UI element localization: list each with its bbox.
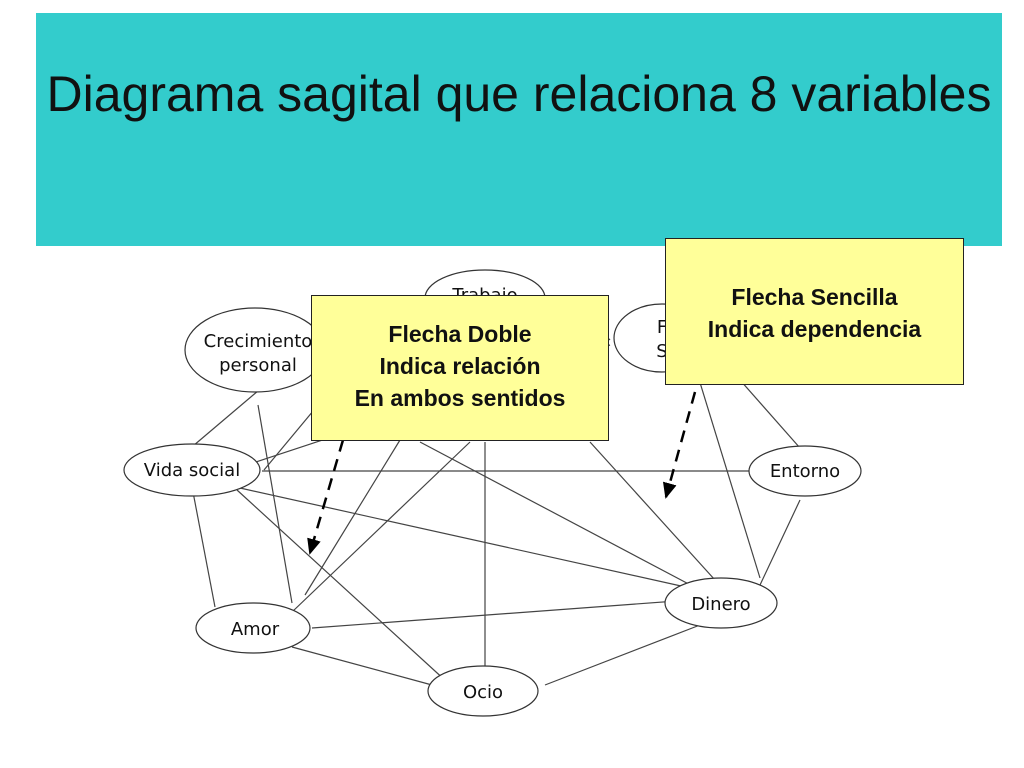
node-vida-social <box>123 443 261 497</box>
edge-fs-dinero-2 <box>689 349 761 579</box>
node-ocio <box>427 665 539 717</box>
callout-doble-line3: En ambos sentidos <box>354 385 566 411</box>
node-label-ocio: Ocio <box>463 682 503 703</box>
node-label-entorno: Entorno <box>770 461 840 482</box>
edge-dinero-entorno <box>759 499 801 586</box>
title-band <box>36 13 1002 246</box>
callout-doble-line2: Indica relación <box>379 353 541 379</box>
node-label-dinero: Dinero <box>691 594 750 615</box>
edge-crecimiento-amor <box>257 404 293 604</box>
page-title: Diagrama sagital que relaciona 8 variabl… <box>46 66 992 122</box>
callout-sencilla-line1: Flecha Sencilla <box>731 284 898 310</box>
node-label-fs-1: F <box>657 317 667 338</box>
callout-sencilla-line2: Indica dependencia <box>707 316 922 342</box>
node-label-fs-2: S <box>656 341 667 362</box>
edge-amor-ocio <box>291 646 433 686</box>
node-label-crecimiento-1: Crecimiento <box>204 331 313 352</box>
callout-flecha-doble: Flecha Doble Indica relación En ambos se… <box>311 295 609 441</box>
node-dinero <box>664 577 778 629</box>
diagram-nodes <box>123 269 862 717</box>
node-entorno <box>748 445 862 497</box>
callout-flecha-sencilla: Flecha Sencilla Indica dependencia <box>665 238 964 385</box>
node-label-amor: Amor <box>231 619 280 640</box>
edge-vidasocial-amor <box>192 491 216 608</box>
diagram-edges <box>192 317 801 686</box>
edge-vidasocial-ocio <box>236 489 448 683</box>
edge-fs-entorno <box>739 379 801 449</box>
edge-dinero-amor <box>311 599 691 629</box>
node-amor <box>195 602 311 654</box>
callout-pointer-sencilla <box>662 391 697 499</box>
edge-dinero-ocio <box>544 624 701 686</box>
node-label-vida-social: Vida social <box>144 460 240 481</box>
edge-crecimiento-vidasocial <box>192 384 266 447</box>
edge-fs-dinero <box>589 441 716 581</box>
edge-vidasocial-dinero <box>239 487 691 589</box>
edge-trabajo-dinero <box>419 441 701 591</box>
edge-trabajo-amor <box>304 439 401 596</box>
edge-fs-amor <box>291 441 471 613</box>
node-label-crecimiento-2: personal <box>219 355 297 376</box>
callout-doble-line1: Flecha Doble <box>388 321 532 347</box>
callout-pointer-doble <box>307 439 345 555</box>
